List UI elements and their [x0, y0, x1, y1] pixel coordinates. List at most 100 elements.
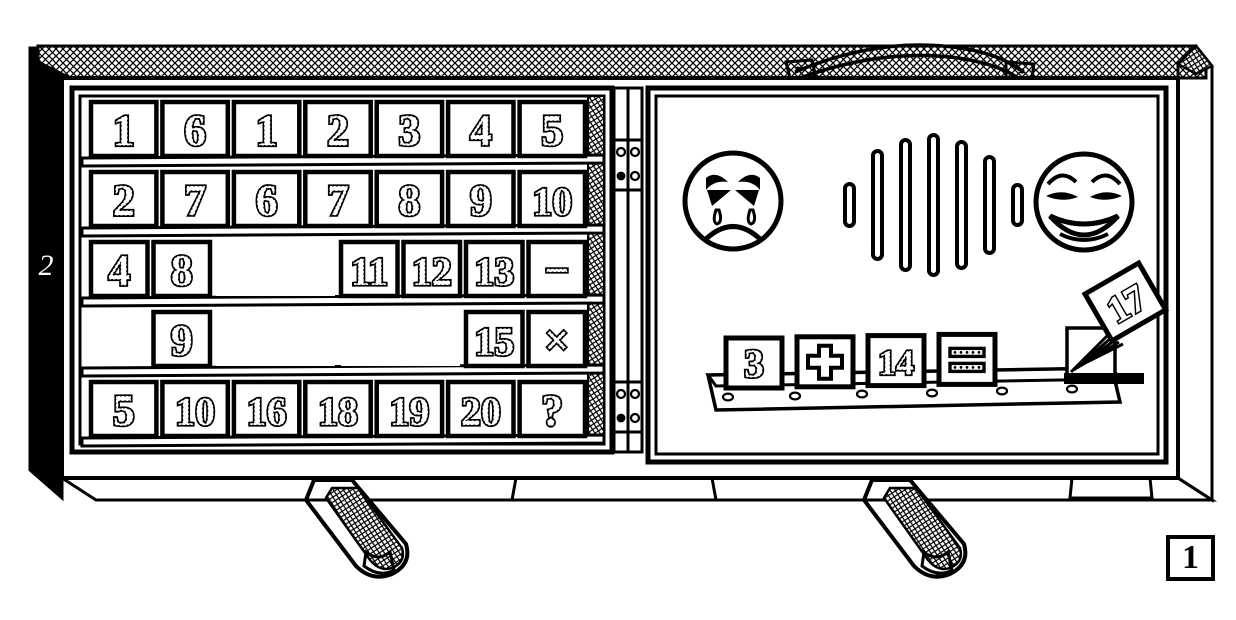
number-tile[interactable]: 66: [231, 169, 302, 229]
tile-label: 13: [474, 249, 514, 294]
number-tile[interactable]: 22: [88, 169, 159, 229]
tile-slot-empty: [341, 312, 460, 366]
tile-slot-empty: [91, 312, 148, 366]
number-tile[interactable]: 55: [517, 99, 588, 159]
number-tile[interactable]: 33: [374, 99, 445, 159]
sad-face-icon: [682, 150, 784, 252]
meter-bar: [927, 133, 940, 277]
meter-bar: [871, 149, 884, 261]
carry-handle[interactable]: [784, 43, 1036, 80]
tile-label-stipple: ?: [541, 386, 563, 435]
tile-label: 6: [256, 176, 278, 225]
number-tile[interactable]: 99: [445, 169, 516, 229]
number-tile[interactable]: ??: [517, 379, 588, 439]
number-tile[interactable]: ××: [526, 309, 588, 369]
tile-label-stipple: 10: [175, 389, 215, 434]
number-tile[interactable]: 66: [160, 99, 231, 159]
tile-label: 15: [474, 319, 514, 364]
tile-label: −: [544, 246, 569, 295]
tile-label: 5: [541, 106, 563, 155]
tile-label: 9: [171, 316, 193, 365]
tile-label: 6: [184, 106, 206, 155]
number-tile[interactable]: 44: [88, 239, 150, 299]
tile-slot-empty: [216, 242, 335, 296]
equation-tile[interactable]: 33: [723, 335, 785, 391]
number-tile[interactable]: 55: [88, 379, 159, 439]
number-tile[interactable]: 11: [231, 99, 302, 159]
center-hinge-column: [612, 86, 644, 454]
tile-label-stipple: 2: [327, 106, 349, 155]
tile-label-stipple: 4: [470, 106, 492, 155]
equation-tile[interactable]: [936, 331, 998, 387]
equation-tile[interactable]: [794, 334, 856, 390]
tile-label: 10: [175, 389, 215, 434]
tile-slot-empty: [216, 312, 335, 366]
number-tile[interactable]: 44: [445, 99, 516, 159]
figure-number: 1: [1166, 535, 1215, 581]
case-right-edge: [1175, 43, 1214, 503]
tile-label-stipple: 12: [412, 249, 452, 294]
tile-holder: [1064, 326, 1144, 384]
happy-face-icon: [1033, 151, 1135, 253]
tile-label: 9: [470, 176, 492, 225]
hinge-top[interactable]: [612, 138, 644, 192]
tile-label: 12: [412, 249, 452, 294]
number-tile[interactable]: 77: [303, 169, 373, 229]
tile-label-stipple: 18: [318, 389, 358, 434]
meter-bar: [899, 138, 912, 272]
tile-label-stipple: 13: [474, 249, 514, 294]
tile-label-stipple: 11: [350, 249, 388, 294]
hinge-bottom[interactable]: [612, 380, 644, 434]
number-tile[interactable]: 11: [88, 99, 159, 159]
tile-label: 5: [113, 386, 135, 435]
tile-label: 20: [461, 389, 501, 434]
tile-label: 14: [878, 343, 914, 383]
right-panel-frame: [645, 85, 1169, 465]
number-tile[interactable]: 77: [160, 169, 231, 229]
tile-label: 4: [470, 106, 492, 155]
equation-tile-placing[interactable]: 17: [1081, 259, 1170, 345]
tile-label-stipple: 2: [113, 176, 135, 225]
tile-label-stipple: 20: [461, 389, 501, 434]
tile-label-stipple: 3: [744, 341, 764, 386]
support-leg-right: [861, 478, 968, 579]
meter-bar: [955, 140, 968, 270]
progress-meter: [843, 133, 1024, 277]
plus-glyph: [806, 343, 844, 381]
tile-label: 16: [247, 389, 287, 434]
tile-label-stipple: 8: [398, 176, 420, 225]
base-apron: [510, 476, 1154, 502]
case-top-edge: [36, 44, 1208, 80]
tile-label: 11: [350, 249, 388, 294]
number-tile[interactable]: 88: [374, 169, 445, 229]
number-tile[interactable]: 88: [151, 239, 213, 299]
tile-label-stipple: 7: [184, 176, 206, 225]
tile-label: 2: [113, 176, 135, 225]
number-tile[interactable]: 99: [151, 309, 213, 369]
number-tile[interactable]: 22: [303, 99, 373, 159]
tile-label: 1: [113, 106, 135, 155]
tile-label-stipple: 1: [256, 106, 278, 155]
tile-label-stipple: 9: [470, 176, 492, 225]
number-tile[interactable]: −−: [526, 239, 588, 299]
tile-label-stipple: 15: [474, 319, 514, 364]
tile-label: 3: [744, 341, 764, 386]
tile-label: 10: [532, 179, 572, 224]
support-leg-left: [303, 478, 410, 579]
tile-label-stipple: 5: [113, 386, 135, 435]
figure-number-box: 1: [1166, 535, 1215, 581]
